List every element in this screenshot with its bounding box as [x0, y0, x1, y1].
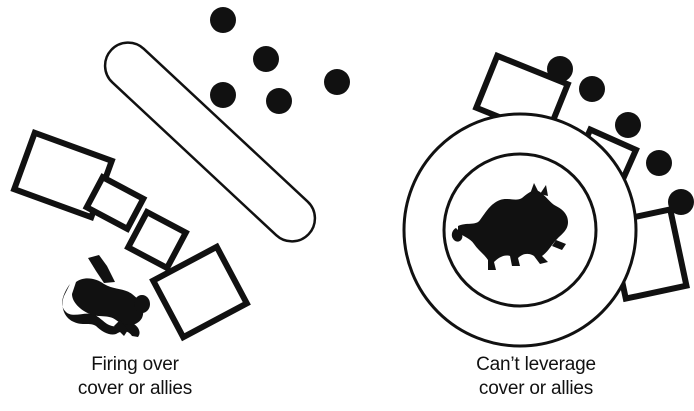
- enemy-dot: [266, 88, 292, 114]
- right-scene: [404, 56, 694, 346]
- left-caption: Firing over cover or allies: [25, 353, 245, 401]
- ally-dot: [668, 189, 694, 215]
- right-caption: Can’t leverage cover or allies: [426, 353, 646, 401]
- enemy-dot: [210, 82, 236, 108]
- cover-box-3: [128, 212, 186, 268]
- enemy-dot: [210, 7, 236, 33]
- enemy-dot: [253, 46, 279, 72]
- enemy-dot: [324, 69, 350, 95]
- left-caption-line-2: cover or allies: [25, 377, 245, 401]
- right-caption-line-1: Can’t leverage: [426, 353, 646, 377]
- ally-dot: [646, 150, 672, 176]
- ally-dot: [547, 56, 573, 82]
- ally-dot: [615, 112, 641, 138]
- left-caption-line-1: Firing over: [25, 353, 245, 377]
- right-caption-line-2: cover or allies: [426, 377, 646, 401]
- ally-dot: [579, 76, 605, 102]
- cover-box-2: [87, 177, 144, 229]
- left-scene: [14, 7, 350, 337]
- character-figure-icon: [62, 255, 150, 337]
